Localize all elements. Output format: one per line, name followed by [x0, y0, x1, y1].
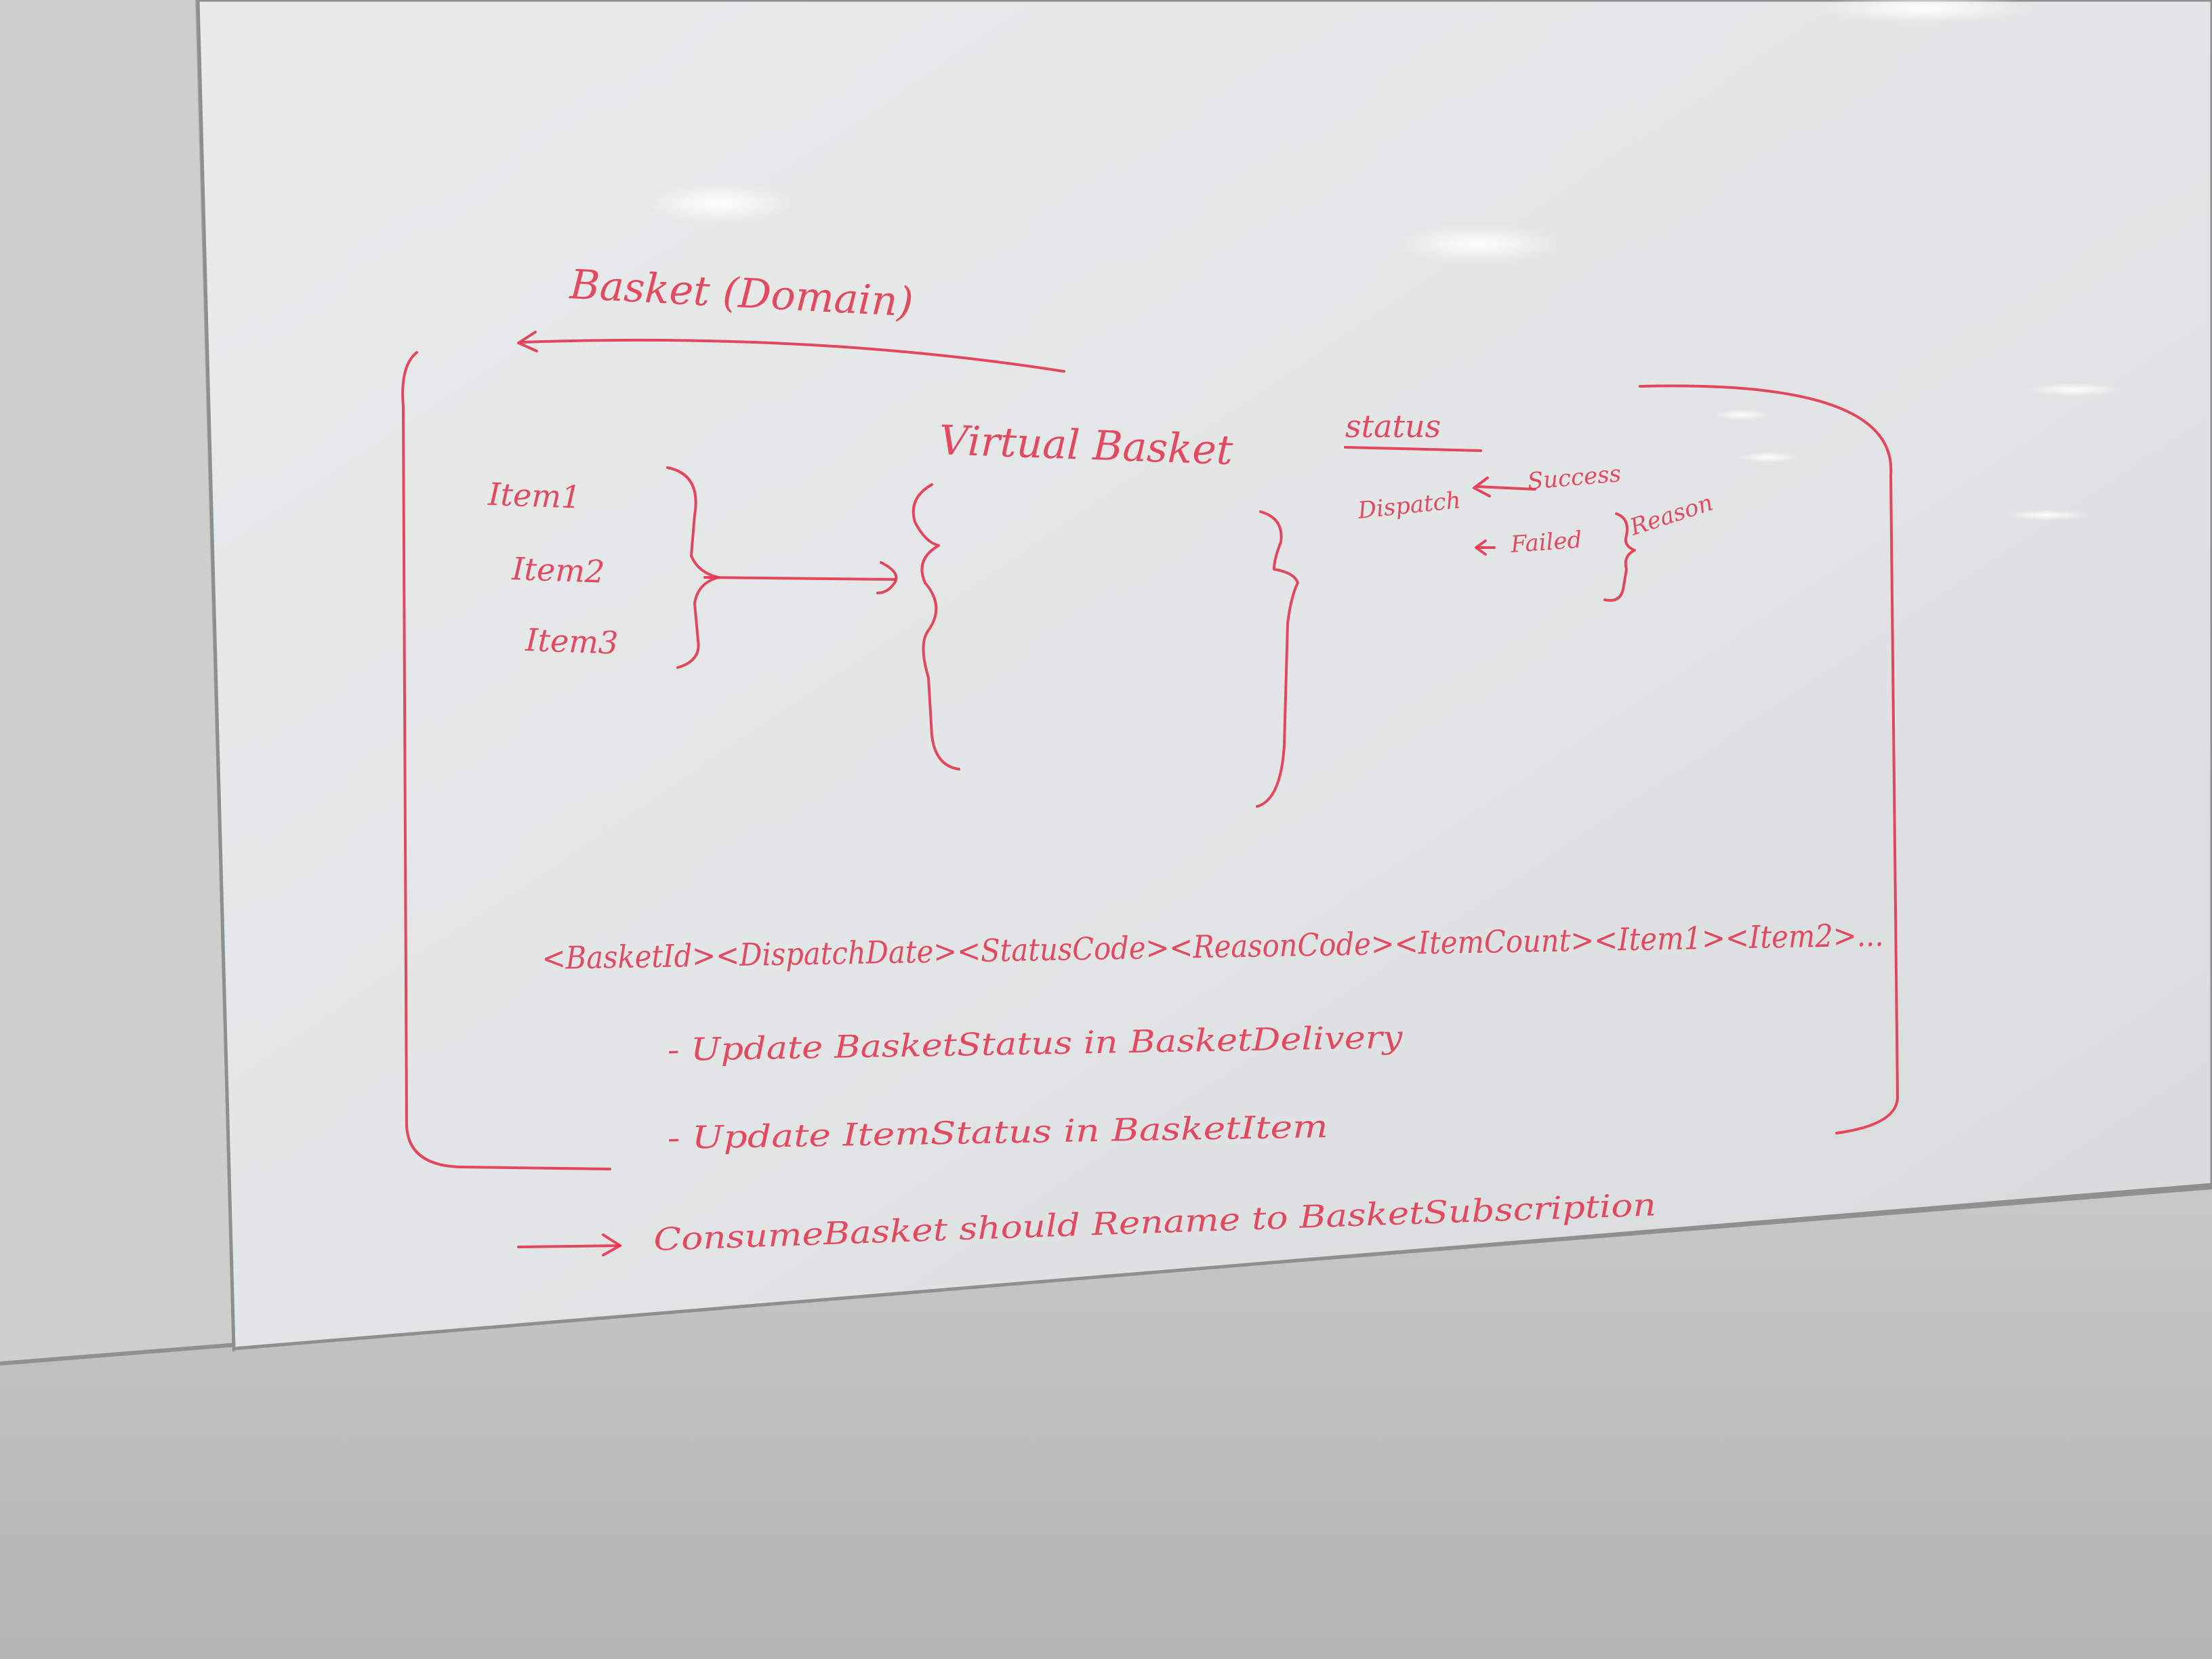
- light-reflection: [644, 183, 793, 224]
- domain-box-outline: [401, 351, 611, 1170]
- whiteboard-surface: [196, 0, 2212, 1351]
- light-reflection: [2006, 510, 2087, 520]
- status-heading: status: [1345, 408, 1441, 445]
- title-arrowhead: [517, 331, 538, 352]
- items-arrowhead: [876, 561, 898, 594]
- bottom-note-arrowhead: [602, 1233, 621, 1256]
- failed-arrowhead: [1475, 539, 1487, 556]
- light-reflection: [1396, 224, 1559, 264]
- reason-brace: [1603, 512, 1636, 602]
- virtual-basket-right-brace: [1256, 510, 1299, 808]
- light-reflection: [2026, 383, 2121, 396]
- status-failed: Failed: [1509, 527, 1583, 558]
- success-arrow: [1476, 485, 1536, 491]
- light-reflection: [1816, 0, 2033, 23]
- bottom-note-arrow: [517, 1244, 621, 1248]
- status-underline: [1344, 446, 1482, 452]
- wall-bottom-panel: [0, 1186, 2212, 1659]
- domain-box-outline-right: [1639, 384, 1899, 1134]
- item-1: Item1: [487, 476, 582, 516]
- light-reflection: [1739, 452, 1799, 463]
- item-3: Item3: [525, 621, 619, 661]
- success-arrowhead: [1473, 476, 1491, 497]
- item-2: Item2: [511, 550, 606, 590]
- light-reflection: [1715, 409, 1769, 420]
- items-to-basket-arrow: [703, 576, 896, 581]
- title-underline-arrow: [520, 338, 1065, 373]
- virtual-basket-left-brace: [912, 483, 960, 771]
- virtual-basket-label: Virtual Basket: [938, 417, 1234, 474]
